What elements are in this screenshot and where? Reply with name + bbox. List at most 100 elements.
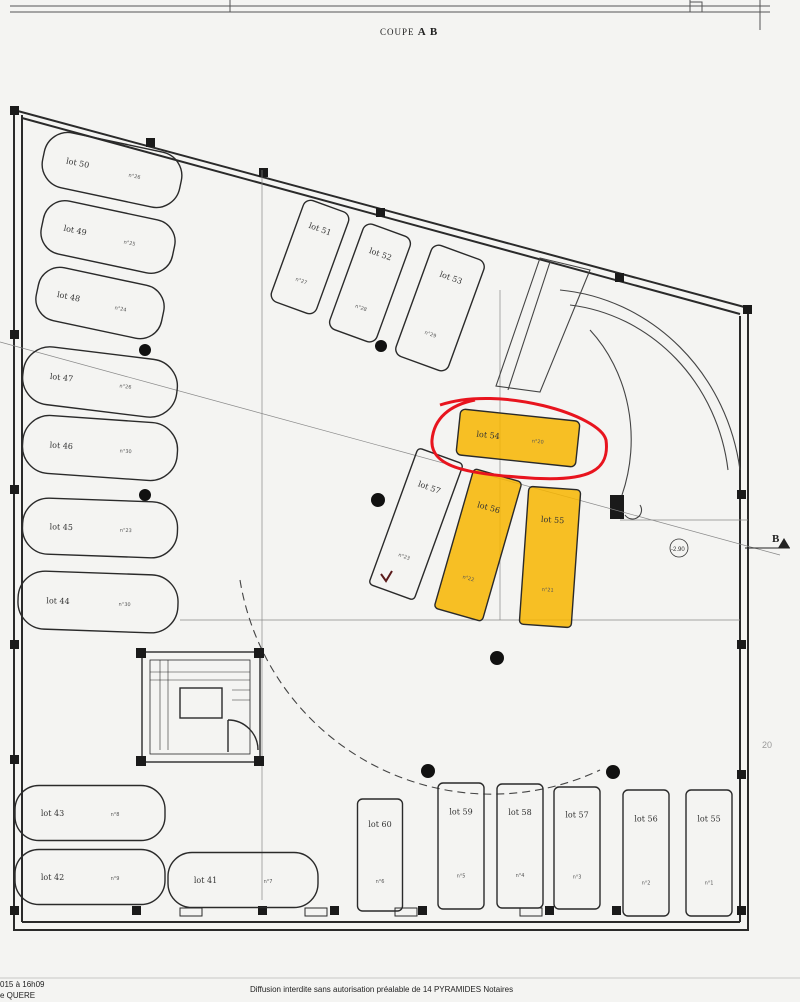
parking-space-lot-58: lot 58 n°4: [496, 783, 544, 909]
lot-number: n°20: [531, 438, 544, 445]
parking-space-outline: [395, 244, 485, 372]
lot-label: lot 55: [541, 515, 565, 526]
lot-label: lot 55: [697, 815, 720, 824]
footer-name: e QUERE: [0, 991, 36, 1000]
parking-space-outline: [14, 848, 166, 906]
parking-space-lot-59: lot 59 n°5: [437, 782, 485, 910]
parking-space-outline: [496, 783, 544, 909]
parking-space-outline: [553, 786, 601, 910]
parking-space-lot-41: lot 41 n°7: [167, 851, 319, 909]
parking-space-outline: [356, 798, 404, 912]
parking-space-outline: [455, 408, 581, 468]
lot-label: lot 42: [41, 873, 64, 882]
lot-label: lot 56: [634, 815, 657, 824]
parking-space-outline: [21, 346, 179, 418]
parking-space-outline: [167, 851, 319, 909]
lot-number: n°1: [705, 881, 714, 887]
lot-number: n°27: [294, 277, 307, 287]
parking-space-lot-45: lot 45 n°23: [21, 497, 179, 559]
parking-space-lot-51: lot 51 n°27: [270, 199, 350, 315]
parking-space-lot-50: lot 50n°26: [41, 131, 183, 209]
lot-label: lot 41: [194, 876, 217, 885]
lot-label: lot 49: [63, 224, 88, 238]
lot-number: n°8: [111, 812, 120, 818]
parking-space-outline: [685, 789, 733, 917]
lot-label: lot 43: [41, 809, 64, 818]
parking-space-outline: [622, 789, 670, 917]
lot-number: n°23: [397, 552, 410, 562]
lot-label: lot 60: [368, 820, 391, 829]
lot-number: n°4: [516, 873, 525, 879]
parking-space-lot-56: lot 56n°22: [434, 468, 522, 622]
parking-lots: lot 50n°26 lot 49 n°25 lot 48 n°24 lot 47 n°26…: [14, 131, 733, 917]
lot-label: lot 52: [368, 246, 393, 262]
svg-text:B: B: [772, 533, 780, 545]
parking-space-lot-52: lot 52 n°28: [328, 223, 412, 343]
parking-space-lot-44: lot 44 n°30: [17, 570, 179, 634]
lot-number: n°5: [457, 874, 466, 880]
lot-label: lot 54: [476, 430, 500, 441]
margin-note: 20: [762, 740, 772, 750]
parking-space-lot-55: lot 55 n°1: [685, 789, 733, 917]
footer-time: 015 à 16h09: [0, 980, 45, 989]
parking-space-lot-55: lot 55 n°21: [518, 485, 582, 629]
parking-space-outline: [369, 448, 463, 600]
parking-space-outline: [40, 200, 176, 274]
lot-label: lot 45: [49, 522, 73, 532]
parking-space-lot-43: lot 43 n°8: [14, 784, 166, 842]
check-mark: [380, 570, 393, 583]
parking-space-lot-57: lot 57n°3: [553, 786, 601, 910]
lot-number: n°24: [114, 305, 127, 313]
lot-number: n°7: [264, 879, 273, 885]
lot-label: lot 44: [46, 596, 70, 606]
parking-space-lot-48: lot 48 n°24: [35, 266, 165, 340]
parking-space-lot-49: lot 49 n°25: [40, 200, 176, 274]
parking-space-lot-56: lot 56 n°2: [622, 789, 670, 917]
lot-number: n°25: [123, 239, 136, 247]
lot-number: n°2: [642, 881, 651, 887]
staircase: [141, 651, 261, 763]
parking-space-lot-54: lot 54 n°20: [455, 408, 581, 468]
wall-posts: [10, 106, 752, 915]
parking-space-lot-60: lot 60n°6: [356, 798, 404, 912]
lot-label: lot 57: [565, 811, 588, 820]
lot-number: n°30: [119, 448, 131, 455]
lot-label: lot 51: [308, 221, 333, 237]
lot-number: n°21: [541, 587, 553, 594]
lot-number: n°29: [424, 330, 437, 340]
lot-number: n°23: [120, 528, 132, 534]
lot-number: n°30: [118, 602, 130, 608]
lot-label: lot 47: [49, 372, 73, 384]
lot-label: lot 50: [65, 156, 90, 170]
columns: [139, 340, 620, 779]
lot-number: n°22: [462, 574, 475, 583]
parking-space-outline: [270, 199, 350, 315]
parking-space-outline: [14, 784, 166, 842]
parking-space-outline: [21, 497, 179, 559]
parking-space-lot-46: lot 46 n°30: [21, 414, 179, 482]
parking-space-outline: [518, 485, 582, 629]
lot-label: lot 53: [438, 270, 463, 286]
parking-space-outline: [41, 131, 183, 209]
svg-text:-2.90: -2.90: [671, 547, 685, 553]
lot-label: lot 57: [417, 479, 442, 495]
section-b-marker: B: [745, 533, 790, 549]
lot-label: lot 59: [449, 808, 472, 817]
parking-space-outline: [21, 414, 179, 482]
footer-notice: Diffusion interdite sans autorisation pr…: [250, 985, 514, 994]
level-marker: -2.90: [669, 538, 689, 558]
parking-space-lot-53: lot 53 n°29: [395, 244, 485, 372]
parking-space-outline: [35, 266, 165, 340]
parking-space-outline: [437, 782, 485, 910]
lot-number: n°26: [119, 383, 132, 390]
parking-space-lot-47: lot 47 n°26: [21, 346, 179, 418]
lot-label: lot 58: [508, 808, 531, 817]
lot-label: lot 46: [49, 440, 73, 451]
lot-label: lot 48: [56, 290, 81, 304]
parking-space-outline: [328, 223, 412, 343]
section-title: COUPE A B: [380, 26, 439, 38]
lot-number: n°28: [354, 303, 367, 313]
parking-space-outline: [434, 468, 522, 622]
